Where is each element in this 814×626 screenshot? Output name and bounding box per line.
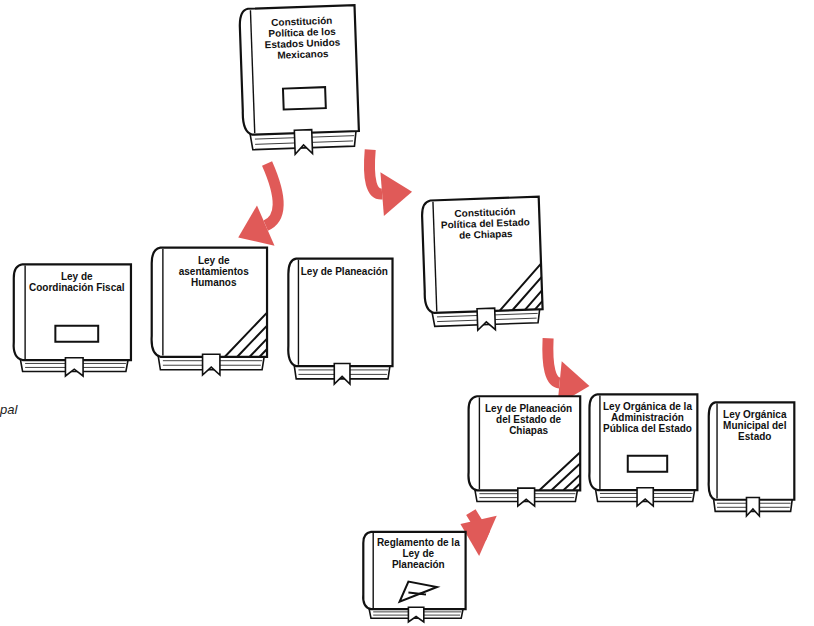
book-title: Ley Orgánica Municipal del Estado: [719, 409, 791, 442]
law-book: Constitución Política del Estado de Chia…: [418, 194, 549, 332]
red-arrow: [238, 164, 278, 246]
book-title: Reglamento de la Ley de Planeación: [375, 537, 461, 570]
law-book: Reglamento de la Ley de Planeación: [360, 530, 470, 622]
law-book: Ley de Planeación: [285, 256, 397, 384]
arrow-shaft: [548, 338, 560, 383]
book-title: Ley Orgánica de la Administración Públic…: [602, 401, 693, 434]
cut-label: pal: [0, 402, 17, 417]
law-book: Ley de Planeación del Estado de Chiapas: [465, 394, 585, 506]
law-book: Ley Orgánica de la Administración Públic…: [586, 392, 702, 506]
book-title: Ley de Planeación: [301, 266, 388, 277]
book-title: Ley de asentamientos Humanos: [165, 255, 262, 288]
arrow-head: [238, 205, 274, 245]
book-title: Constitución Política del Estado de Chia…: [436, 205, 535, 241]
law-book: Ley de Coordinación Fiscal: [10, 262, 136, 376]
book-title: Ley de Coordinación Fiscal: [28, 271, 126, 293]
book-title: Ley de Planeación del Estado de Chiapas: [482, 403, 576, 436]
red-arrow: [548, 338, 590, 405]
book-title: Constitución Política de los Estados Uni…: [253, 14, 351, 61]
law-book: Ley Orgánica Municipal del Estado: [706, 400, 798, 516]
arrow-shaft: [266, 164, 278, 226]
law-book: Constitución Política de los Estados Uni…: [235, 2, 364, 156]
arrow-shaft: [369, 150, 382, 194]
law-book: Ley de asentamientos Humanos: [148, 245, 272, 375]
red-arrow: [369, 150, 412, 216]
arrow-head: [380, 172, 412, 216]
arrow-shaft: [471, 512, 488, 536]
